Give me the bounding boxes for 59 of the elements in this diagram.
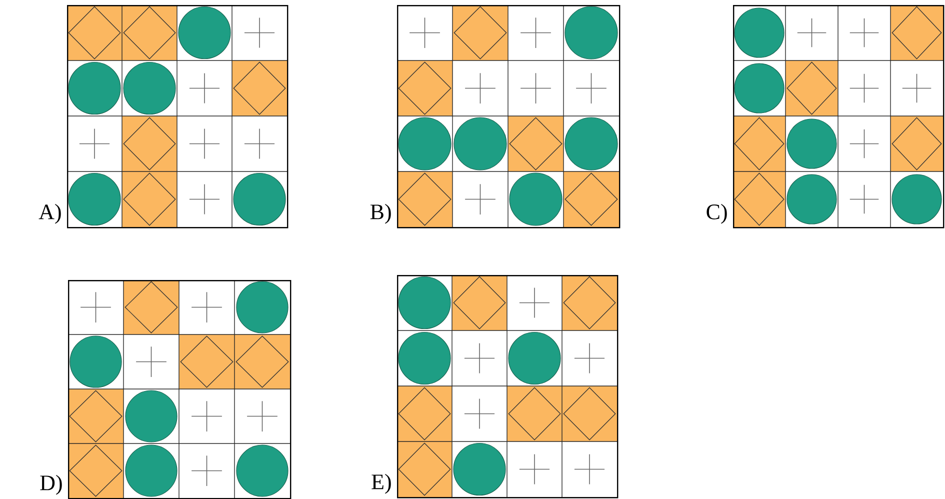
plus-cell: [796, 18, 827, 48]
circle-cell: [178, 6, 231, 60]
plus-cell: [849, 184, 880, 214]
plus-cell: [849, 128, 880, 159]
plus-cell: [191, 292, 222, 323]
circle-cell: [786, 174, 837, 224]
plus-cell: [189, 128, 220, 160]
plus-cell: [189, 184, 220, 215]
circle-cell: [398, 117, 452, 170]
plus-cell: [79, 128, 110, 160]
plus-cell: [519, 454, 550, 485]
circle-cell: [734, 8, 784, 58]
plus-cell: [464, 342, 495, 374]
plus-cell: [136, 346, 167, 378]
option-label: C): [706, 204, 727, 224]
circle-cell: [236, 444, 288, 497]
circle-cell: [125, 390, 178, 442]
circle-cell: [508, 332, 561, 385]
circle-cell: [786, 118, 837, 169]
circle-cell: [233, 172, 286, 226]
option-label: A): [38, 204, 61, 224]
circle-cell: [564, 117, 618, 170]
plus-cell: [576, 72, 607, 104]
plus-cell: [464, 72, 496, 104]
option-label: D): [40, 474, 62, 495]
plus-cell: [849, 73, 880, 104]
circle-cell: [892, 174, 942, 224]
plus-cell: [574, 454, 605, 485]
circle-cell: [68, 172, 121, 226]
plus-cell: [902, 73, 932, 104]
circle-cell: [398, 332, 451, 385]
plus-cell: [574, 342, 605, 374]
plus-cell: [520, 72, 552, 104]
plus-cell: [191, 455, 222, 486]
plus-cell: [80, 292, 112, 323]
option-label: B): [370, 204, 391, 224]
circle-cell: [70, 336, 122, 388]
plus-cell: [464, 184, 496, 215]
plus-cell: [244, 128, 275, 160]
circle-cell: [125, 444, 178, 497]
circle-cell: [68, 62, 121, 115]
plus-cell: [519, 287, 550, 318]
option-label: E): [372, 474, 391, 494]
plus-cell: [464, 398, 495, 430]
circle-cell: [564, 6, 618, 60]
plus-cell: [409, 17, 440, 48]
circle-cell: [398, 276, 451, 330]
circle-cell: [454, 117, 507, 170]
circle-cell: [509, 172, 562, 226]
plus-cell: [246, 400, 278, 432]
circle-cell: [734, 63, 784, 114]
plus-cell: [520, 17, 552, 48]
plus-cell: [191, 400, 222, 432]
plus-cell: [244, 17, 275, 48]
plus-cell: [189, 72, 220, 104]
circle-cell: [453, 442, 506, 496]
circle-cell: [236, 281, 288, 334]
circle-cell: [123, 62, 176, 115]
plus-cell: [849, 18, 880, 48]
